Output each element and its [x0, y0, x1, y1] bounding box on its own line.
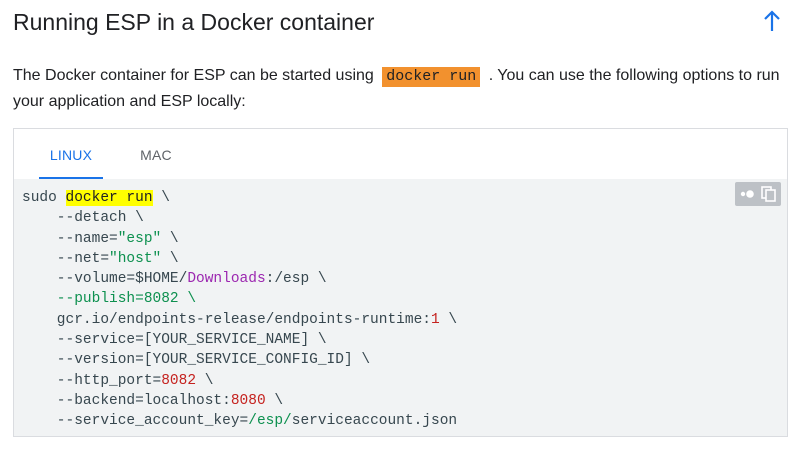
page-heading: Running ESP in a Docker container: [13, 9, 375, 35]
code-text[interactable]: sudo docker run \ --detach \ --name="esp…: [22, 190, 458, 430]
tab-mac-os[interactable]: MAC OS: [140, 147, 172, 215]
code-toolbar: [735, 182, 781, 206]
inline-code-docker-run: docker run: [382, 67, 481, 87]
intro-text-before: The Docker container for ESP can be star…: [13, 67, 379, 84]
intro-text-after: . You can use the following options to r…: [13, 67, 780, 110]
highlight-docker-run: docker run: [65, 190, 153, 206]
tab-linux[interactable]: LINUX: [39, 129, 103, 179]
code-block: sudo docker run \ --detach \ --name="esp…: [14, 179, 787, 436]
tab-bar: LINUX MAC OS: [14, 129, 787, 215]
intro-paragraph: The Docker container for ESP can be star…: [13, 63, 793, 114]
code-panel: LINUX MAC OS sudo docker run \ --detach …: [13, 128, 788, 437]
toggle-icon[interactable]: [738, 185, 756, 203]
copy-icon[interactable]: [760, 185, 778, 203]
arrow-upward-icon[interactable]: [763, 10, 781, 32]
